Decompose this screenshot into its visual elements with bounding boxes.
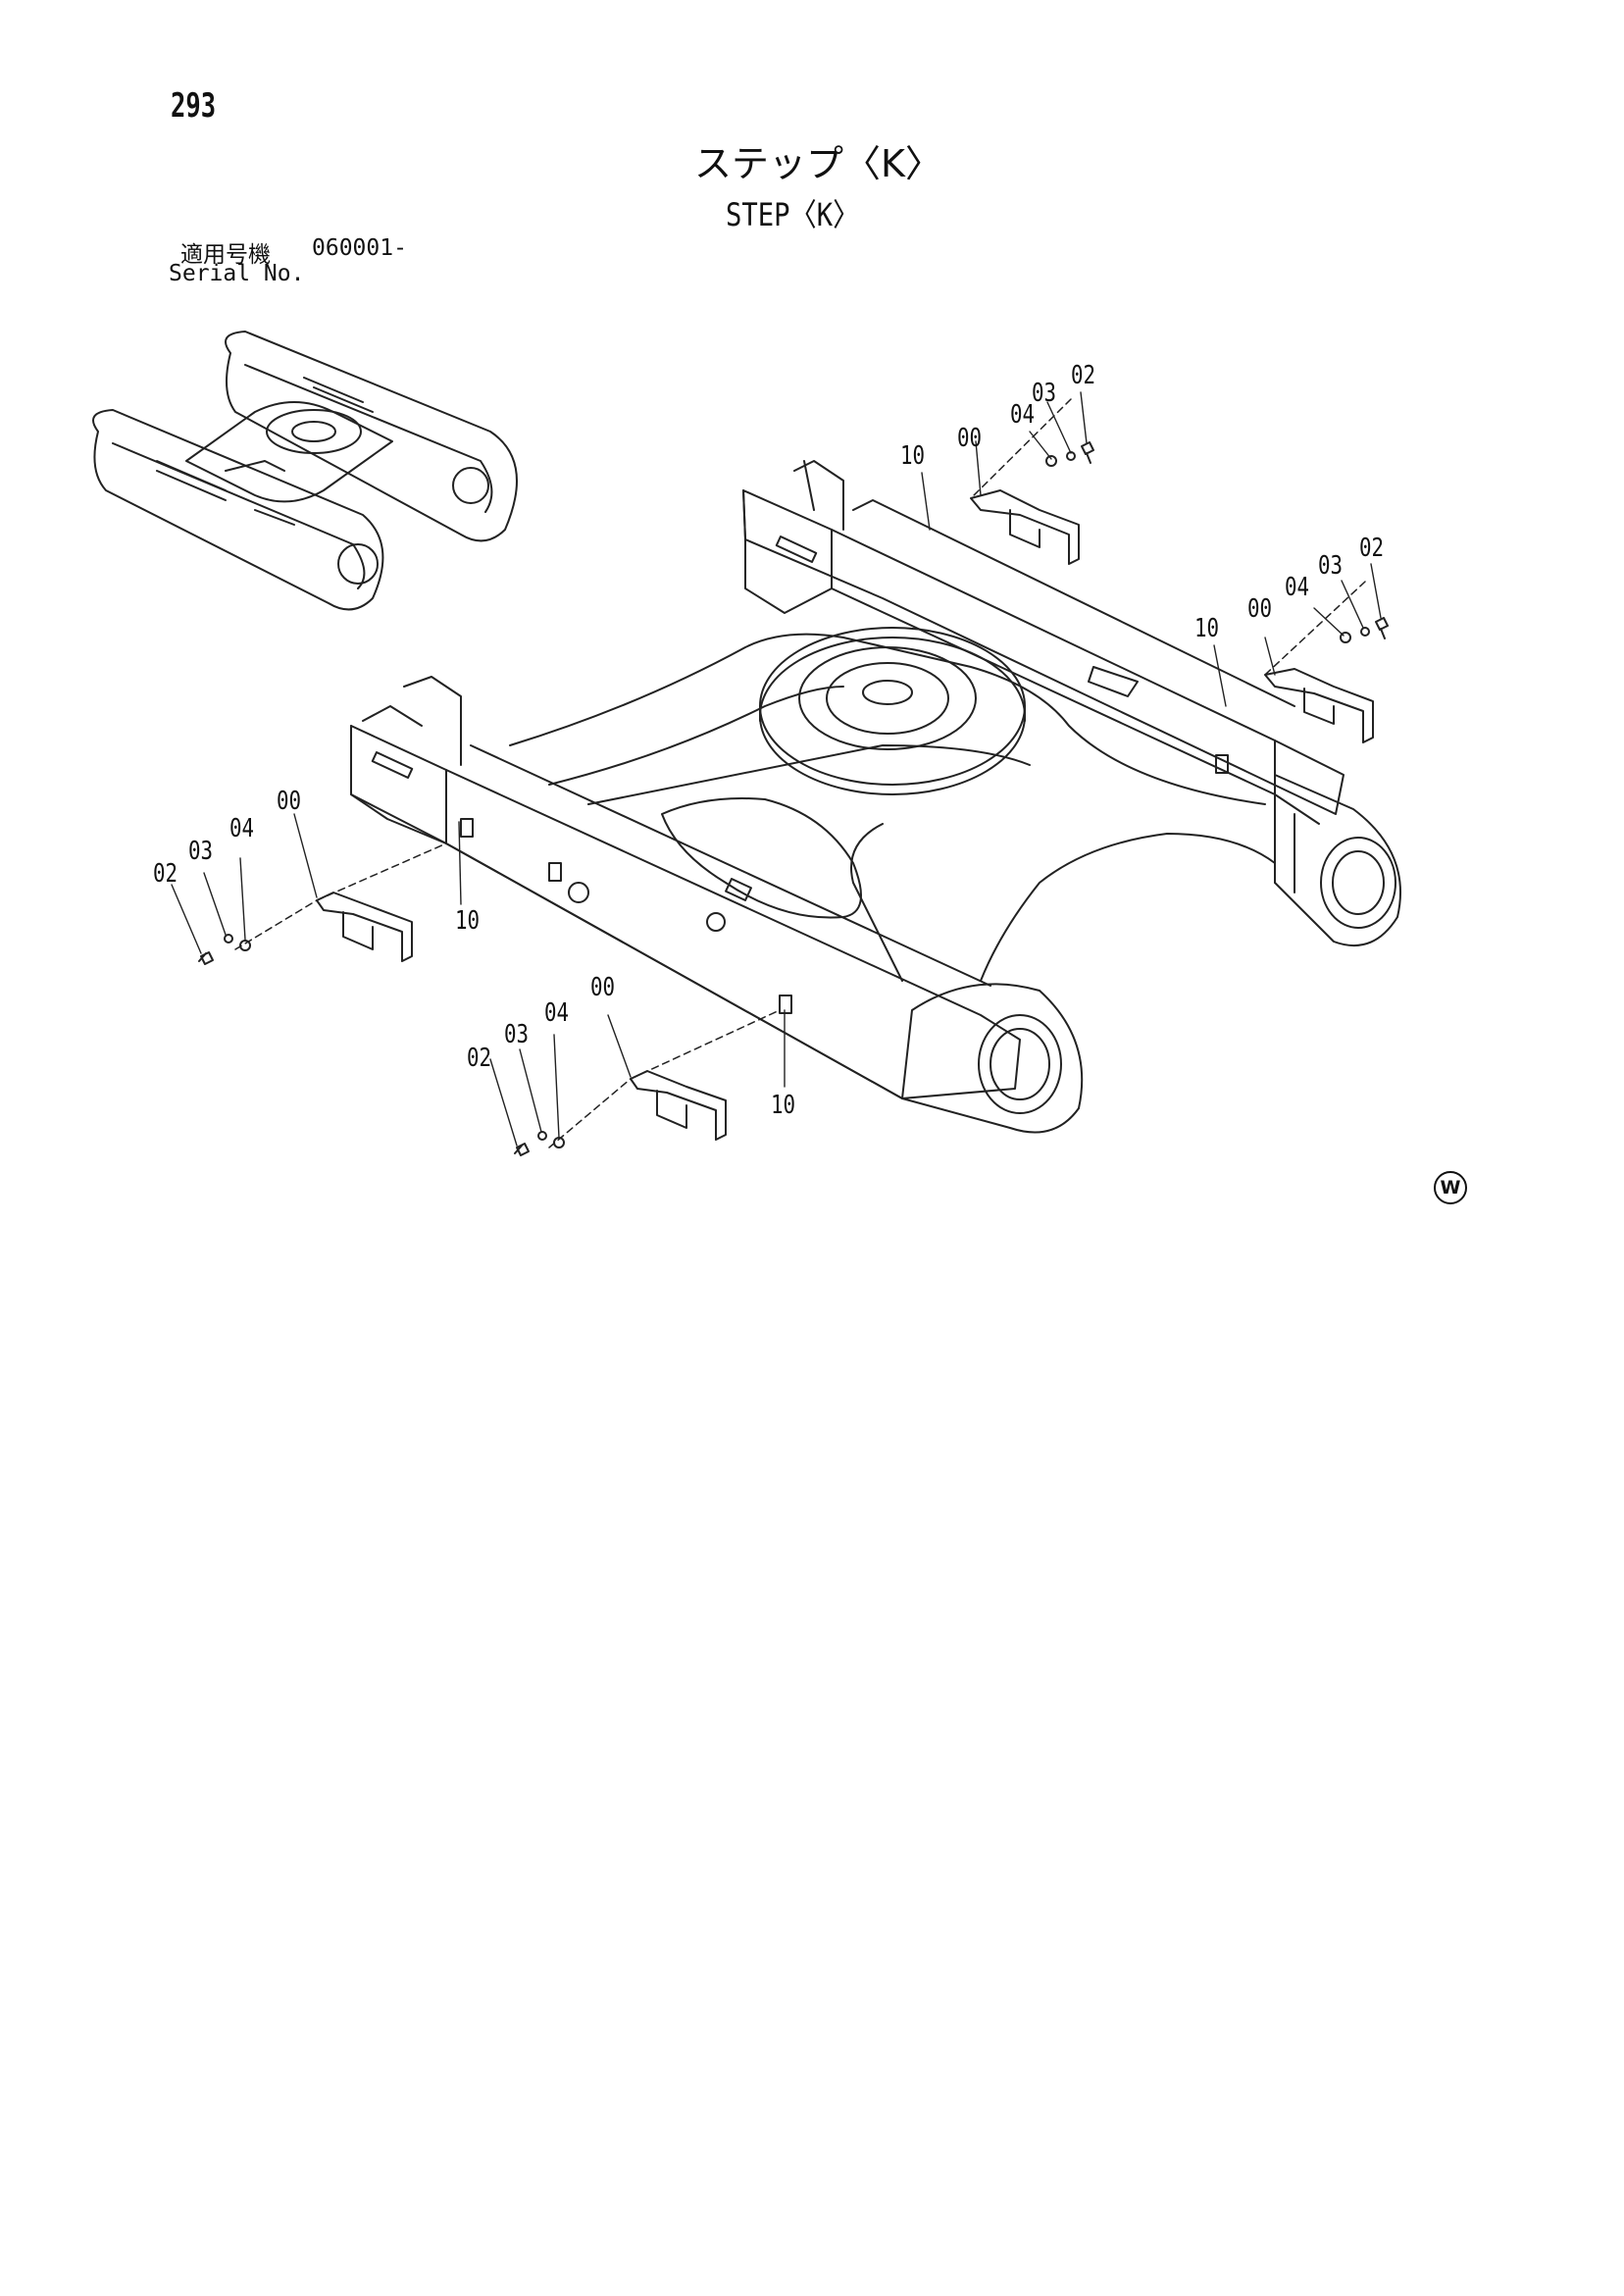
callout-00: 00: [1247, 594, 1273, 624]
step-bracket-rear-left: [970, 489, 1080, 565]
callout-02: 02: [1071, 361, 1096, 390]
callout-00: 00: [957, 424, 983, 453]
callout-03: 03: [1032, 379, 1057, 408]
callout-10: 10: [900, 441, 926, 471]
callout-02: 02: [1359, 534, 1385, 563]
serial-label-english: Serial No.: [169, 261, 305, 286]
callout-04: 04: [544, 998, 570, 1028]
leader-lines: [171, 391, 1382, 1147]
callout-04: 04: [1010, 400, 1036, 430]
hardware-rear-right: [1340, 617, 1389, 643]
callout-02: 02: [153, 859, 178, 889]
hardware-front-right: [514, 1131, 565, 1156]
callout-04: 04: [229, 814, 255, 843]
step-bracket-front-right: [630, 1070, 727, 1141]
main-frame: [350, 460, 1401, 1134]
page-number: 293: [171, 86, 217, 126]
step-bracket-rear-right: [1264, 668, 1374, 743]
serial-label-japanese: 適用号機: [180, 242, 271, 268]
serial-number-value: 060001-: [312, 235, 407, 261]
callout-10: 10: [771, 1091, 796, 1120]
callout-03: 03: [1318, 551, 1344, 581]
overview-thumbnail: [92, 331, 518, 611]
callout-00: 00: [277, 787, 302, 816]
watermark-symbol: W: [1434, 1171, 1467, 1204]
title-english: STEP〈K〉: [726, 196, 860, 233]
hardware-front-left: [198, 934, 251, 965]
step-bracket-front-left: [316, 892, 413, 962]
hardware-rear-left: [1045, 441, 1094, 467]
callout-04: 04: [1285, 573, 1310, 602]
callout-10: 10: [455, 906, 481, 936]
title-japanese: ステップ〈K〉: [694, 142, 942, 185]
callout-03: 03: [188, 837, 214, 866]
callout-00: 00: [590, 973, 616, 1002]
callout-02: 02: [467, 1044, 492, 1073]
callout-03: 03: [504, 1020, 530, 1049]
callout-10: 10: [1194, 614, 1220, 643]
